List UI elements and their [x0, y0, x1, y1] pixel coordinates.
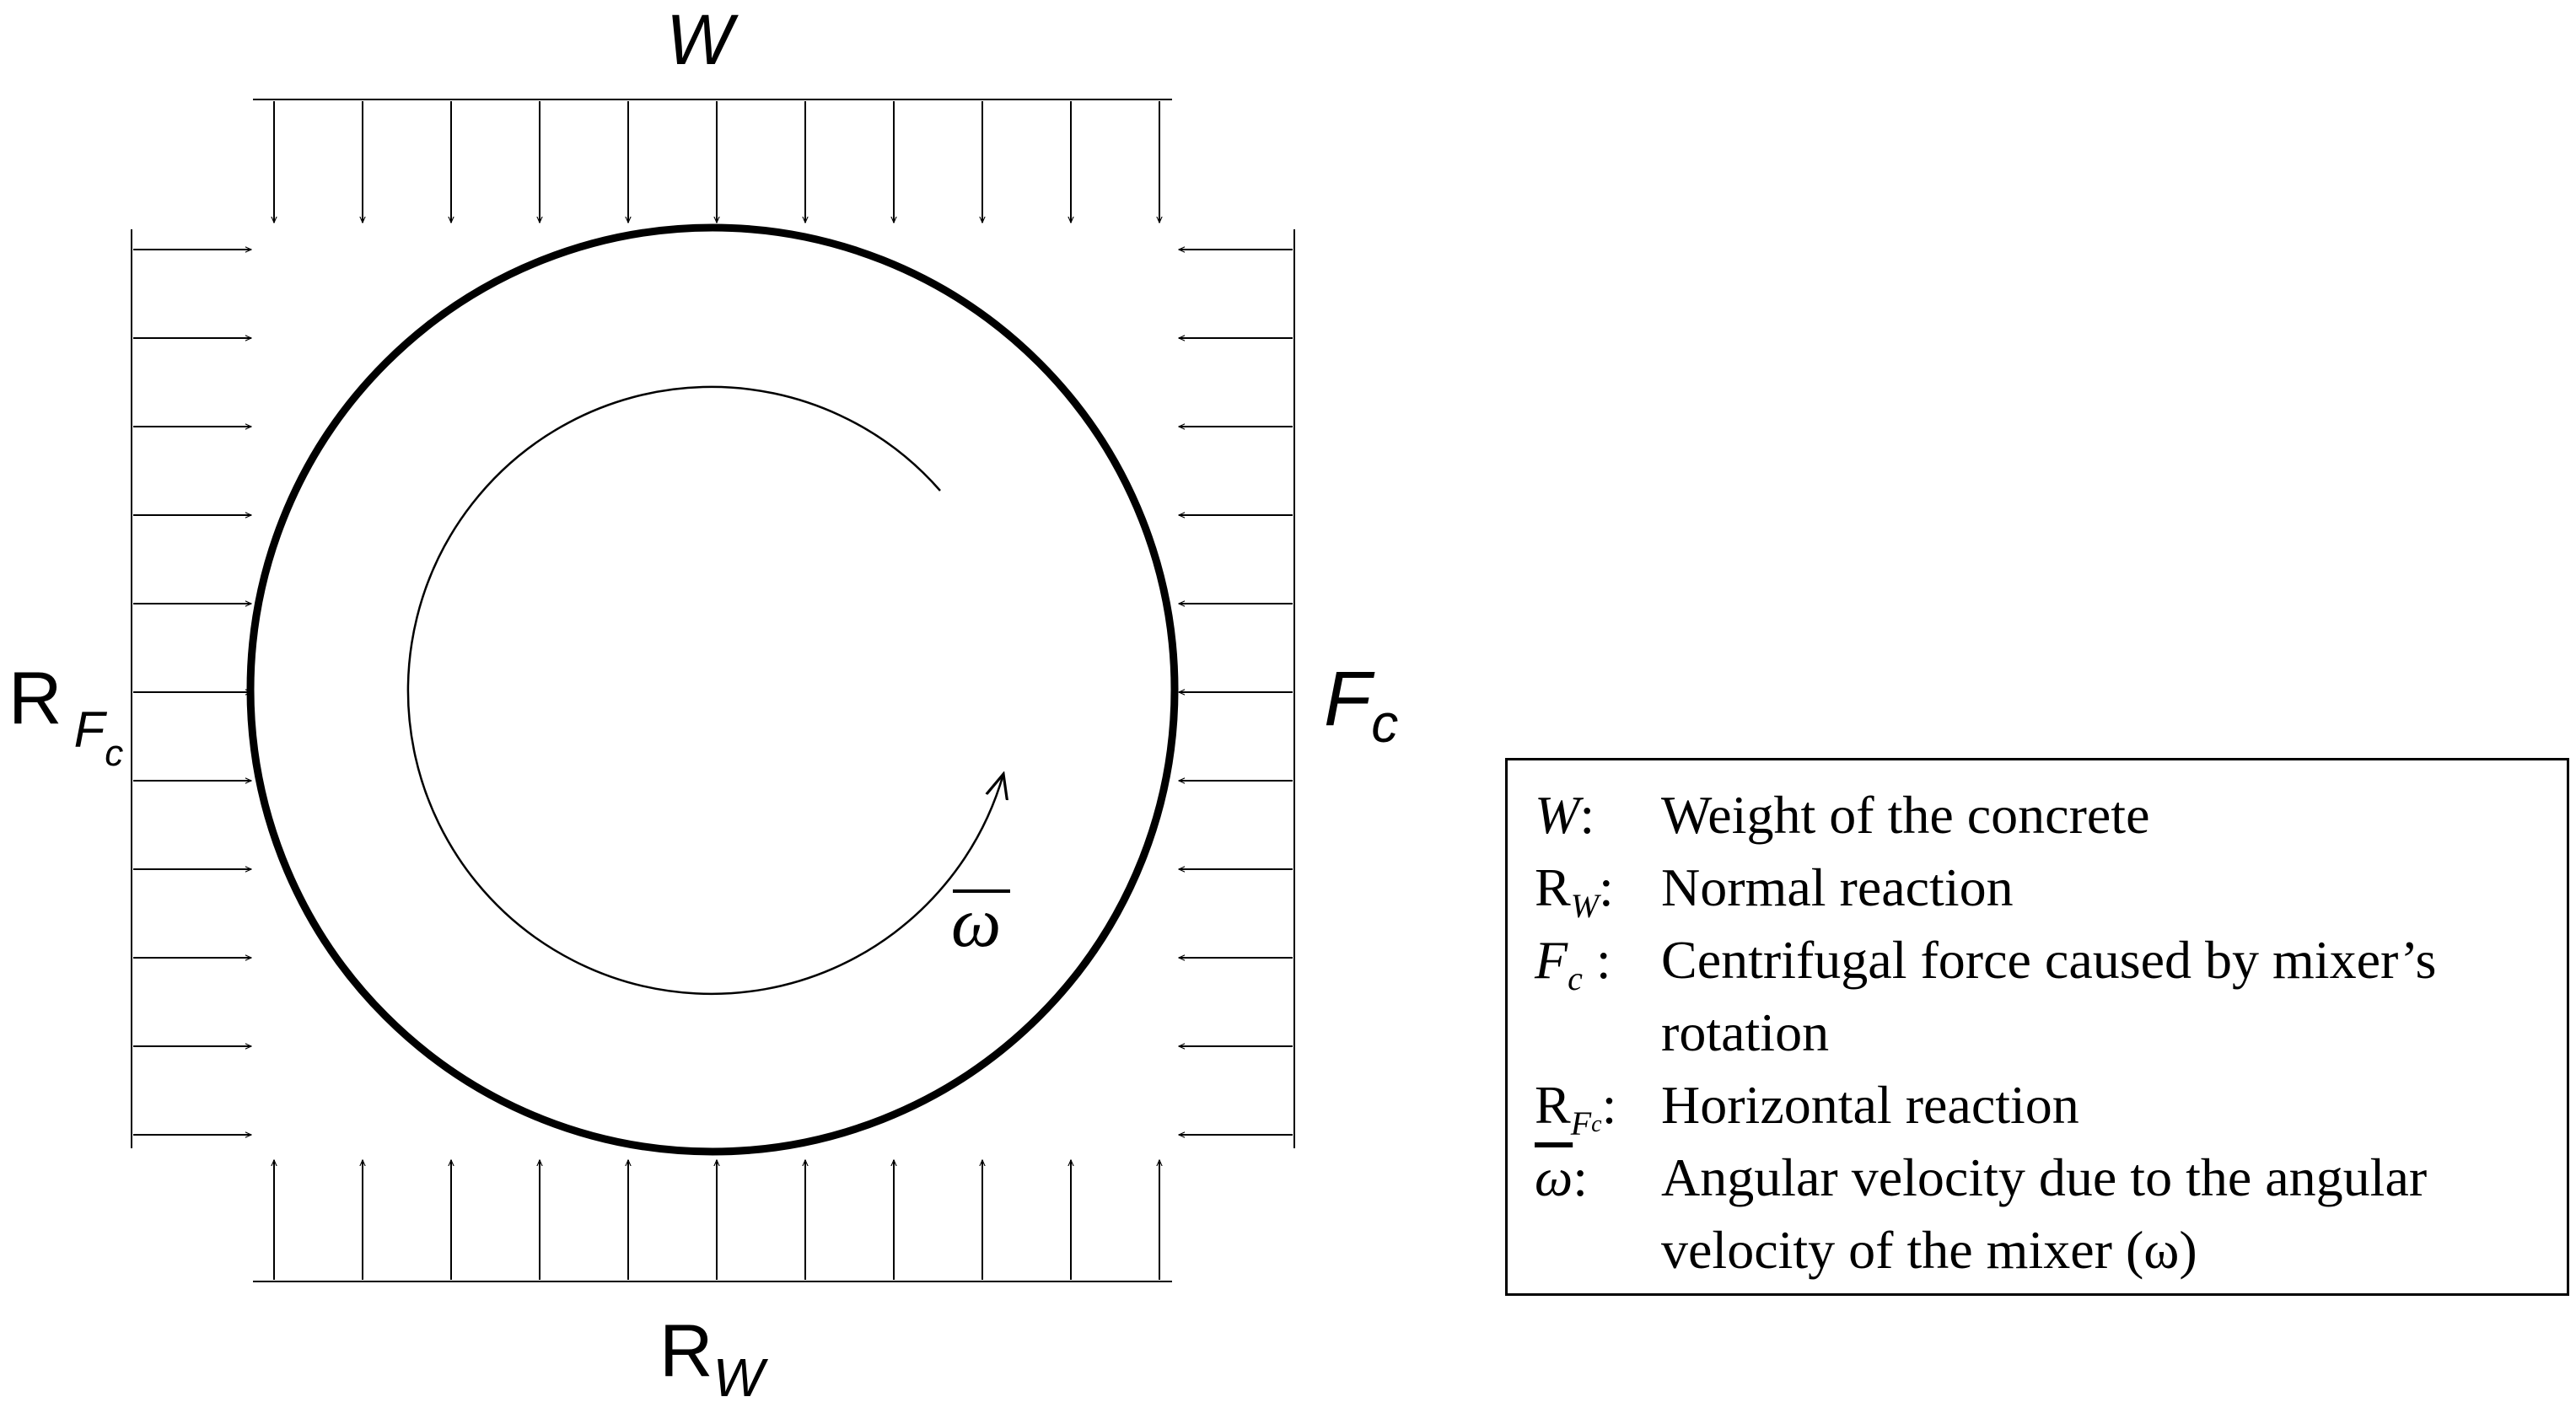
legend-symbol: ω: — [1535, 1147, 1588, 1207]
label-horizontal-reaction-subsub: c — [105, 733, 123, 774]
legend-entry-normal-reaction: RW: Normal reaction — [1535, 852, 2567, 925]
label-weight: W — [666, 0, 739, 79]
legend-box: W: Weight of the concrete RW: Normal rea… — [1505, 758, 2569, 1296]
label-normal-reaction: RW — [659, 1308, 769, 1408]
legend-entry-weight: W: Weight of the concrete — [1535, 779, 2567, 852]
label-normal-reaction-sub: W — [713, 1347, 769, 1408]
legend-symbol: RFc: — [1535, 1075, 1617, 1142]
legend-symbol: W: — [1535, 785, 1595, 845]
legend-description: Normal reaction — [1661, 857, 2014, 917]
label-centrifugal-force-main: F — [1324, 656, 1375, 742]
label-omega: ω — [951, 884, 1001, 962]
legend-description: Centrifugal force caused by mixer’s rota… — [1661, 930, 2437, 1062]
legend-entry-horizontal-reaction: RFc: Horizontal reaction — [1535, 1069, 2567, 1142]
label-horizontal-reaction-sub: F — [74, 701, 108, 758]
label-centrifugal-force: Fc — [1324, 656, 1398, 754]
label-centrifugal-force-sub: c — [1371, 693, 1398, 754]
mixer-drum-circle — [246, 223, 1179, 1156]
legend-symbol: Fc : — [1535, 930, 1611, 997]
horizontal-reaction-arrows — [133, 250, 251, 1135]
legend-description: Angular velocity due to the angular velo… — [1661, 1147, 2428, 1280]
legend-entry-angular-velocity: ω: Angular velocity due to the angular v… — [1535, 1142, 2567, 1287]
legend-symbol: RW: — [1535, 857, 1614, 925]
weight-arrows — [274, 101, 1159, 223]
legend-entry-centrifugal-force: Fc : Centrifugal force caused by mixer’s… — [1535, 924, 2567, 1069]
centrifugal-force-arrows — [1179, 250, 1293, 1135]
rotation-arc — [406, 385, 1003, 996]
normal-reaction-arrows — [274, 1160, 1159, 1280]
label-normal-reaction-main: R — [659, 1308, 713, 1392]
legend-description: Horizontal reaction — [1661, 1075, 2079, 1135]
legend-description: Weight of the concrete — [1661, 785, 2150, 845]
label-horizontal-reaction-main: R — [8, 656, 62, 739]
